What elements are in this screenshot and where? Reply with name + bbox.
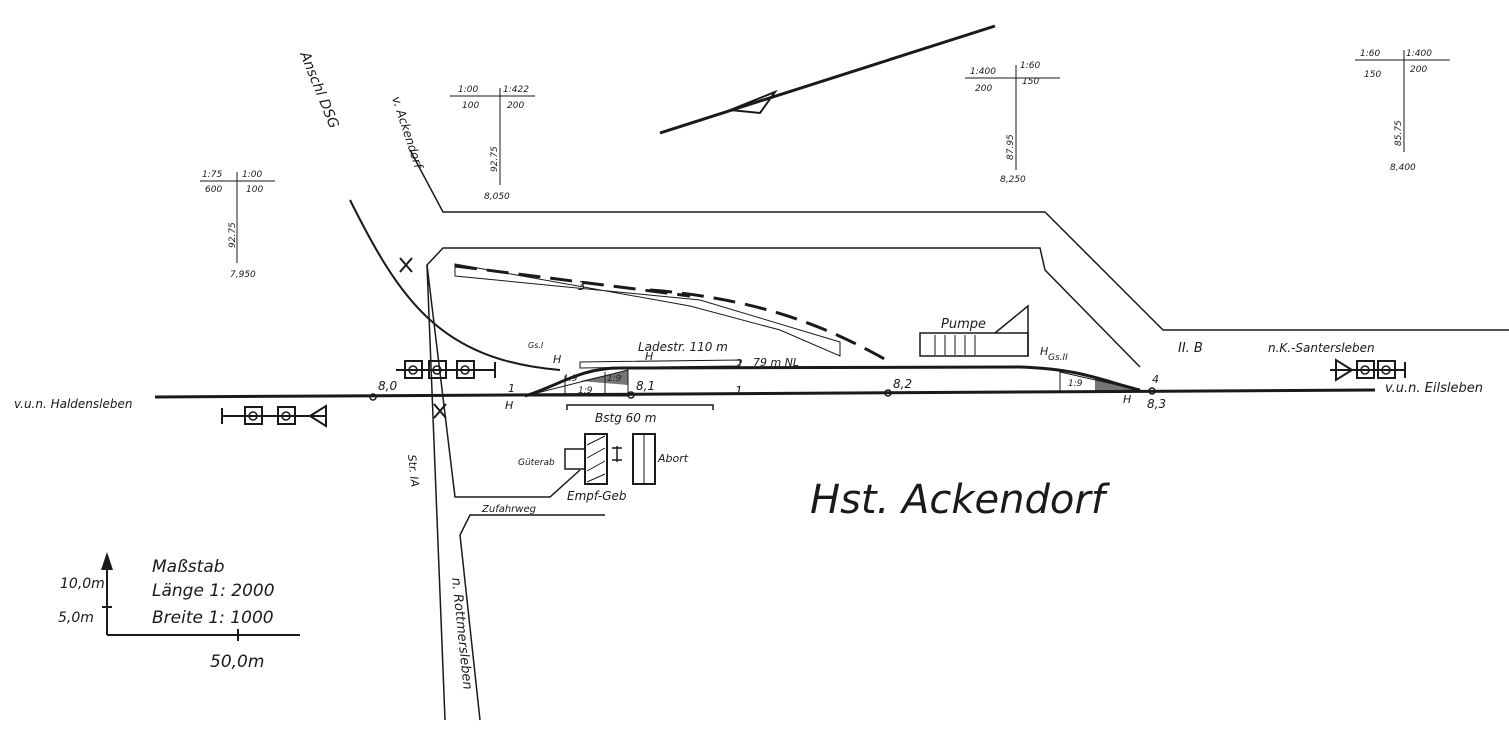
scale-length: Länge 1: 2000 bbox=[152, 581, 275, 601]
halt-mark-1: H bbox=[553, 353, 561, 366]
profile-grade-left: 1:75 bbox=[202, 170, 222, 180]
grade-label-a: 1:9 bbox=[563, 374, 578, 384]
reception-label: Empf-Geb bbox=[567, 489, 627, 503]
scale-title: Maßstab bbox=[152, 557, 225, 577]
platform-siding bbox=[579, 359, 741, 369]
profile-grade-right: 1:00 bbox=[242, 170, 262, 180]
track-end-left: 1 bbox=[508, 382, 515, 395]
profile-grade-right: 1:400 bbox=[1406, 49, 1432, 59]
grade-label-c: 1:9 bbox=[1068, 379, 1083, 389]
scale-h50: 50,0m bbox=[210, 652, 264, 672]
pump-house bbox=[919, 304, 1029, 357]
profile-marks bbox=[200, 50, 1450, 263]
profile-length-right: 100 bbox=[246, 185, 263, 195]
signal-group-west-bottom bbox=[221, 404, 327, 428]
direction-east: v.u.n. Eilsleben bbox=[1385, 381, 1483, 396]
profile-height: 92.75 bbox=[228, 222, 238, 248]
station-title: Hst. Ackendorf bbox=[810, 477, 1111, 523]
station-building bbox=[564, 433, 608, 485]
profile-grade-left: 1:60 bbox=[1360, 49, 1380, 59]
profile-height: 85.75 bbox=[1394, 120, 1404, 146]
km-label-80: 8,0 bbox=[378, 379, 397, 393]
direction-anschluss: Anschl DSG bbox=[296, 49, 342, 131]
switch-wedges bbox=[524, 369, 1141, 397]
profile-grade-right: 1:422 bbox=[503, 85, 529, 95]
km-posts bbox=[369, 387, 1156, 401]
toilet-label: Abort bbox=[657, 452, 689, 465]
pump-label: Pumpe bbox=[941, 317, 986, 332]
profile-km: 8,050 bbox=[484, 192, 510, 202]
goods-label: Güterab bbox=[518, 458, 555, 468]
road-network bbox=[409, 149, 1509, 721]
platform-bracket bbox=[566, 404, 714, 410]
direction-ackendorf: v. Ackendorf bbox=[389, 95, 426, 172]
profile-length-left: 600 bbox=[205, 185, 222, 195]
road-label-b: II. B bbox=[1178, 341, 1203, 356]
track-number-siding: 2 bbox=[735, 357, 743, 371]
street-label: Str. IA bbox=[405, 454, 421, 488]
km-label-81: 8,1 bbox=[636, 379, 655, 393]
profile-length-left: 200 bbox=[975, 84, 992, 94]
track-number-main: 1 bbox=[735, 384, 743, 398]
scale-v5: 5,0m bbox=[58, 610, 94, 626]
km-label-83: 8,3 bbox=[1147, 397, 1166, 411]
platform-label: Bstg 60 m bbox=[595, 411, 656, 425]
profile-length-right: 150 bbox=[1022, 77, 1039, 87]
main-track bbox=[154, 388, 1376, 399]
profile-length-right: 200 bbox=[507, 101, 524, 111]
profile-height: 92.75 bbox=[490, 146, 500, 172]
halt-mark-2: H bbox=[645, 350, 653, 363]
profile-grade-right: 1:60 bbox=[1020, 61, 1040, 71]
anschluss-track bbox=[349, 199, 561, 371]
profile-length-left: 100 bbox=[462, 101, 479, 111]
tracks bbox=[154, 199, 1376, 399]
signal-group-east bbox=[1330, 358, 1406, 382]
scale-v10: 10,0m bbox=[60, 576, 105, 592]
track-number-loading: 3 bbox=[578, 279, 586, 293]
profile-grade-left: 1:00 bbox=[458, 85, 478, 95]
profile-grade-left: 1:400 bbox=[970, 67, 996, 77]
profile-length-left: 150 bbox=[1364, 70, 1381, 80]
profile-km: 8,250 bbox=[1000, 175, 1026, 185]
halt-mark-5: H bbox=[1123, 393, 1131, 406]
north-arrow-icon bbox=[659, 24, 996, 135]
signal-group-west-top bbox=[396, 360, 496, 379]
halt-mark-4: H bbox=[1040, 345, 1048, 358]
siding-length-label: 79 m NL bbox=[753, 356, 799, 369]
crossing-icon bbox=[399, 257, 447, 419]
switch-label-right: Gs.II bbox=[1048, 353, 1068, 363]
switch-label-left: Gs.I bbox=[528, 341, 544, 350]
profile-km: 8,400 bbox=[1390, 163, 1416, 173]
grade-label-b: 1:9 bbox=[578, 386, 593, 396]
profile-length-right: 200 bbox=[1410, 65, 1427, 75]
direction-west: v.u.n. Haldensleben bbox=[14, 397, 132, 411]
scale-axes bbox=[101, 552, 300, 641]
grade-label-d: 1:9 bbox=[607, 374, 622, 384]
scale-width: Breite 1: 1000 bbox=[152, 608, 274, 628]
loading-road-label: Ladestr. 110 m bbox=[638, 340, 728, 354]
access-road-label: Zufahrweg bbox=[481, 504, 536, 515]
profile-km: 7,950 bbox=[230, 270, 256, 280]
track-end-right: 4 bbox=[1152, 373, 1159, 386]
siding-track bbox=[524, 365, 1141, 398]
halt-mark-3: H bbox=[505, 399, 513, 412]
toilet-building bbox=[612, 433, 656, 485]
km-label-82: 8,2 bbox=[893, 377, 912, 391]
direction-santersleben: n.K.-Santersleben bbox=[1268, 341, 1375, 355]
profile-height: 87.95 bbox=[1006, 134, 1016, 160]
